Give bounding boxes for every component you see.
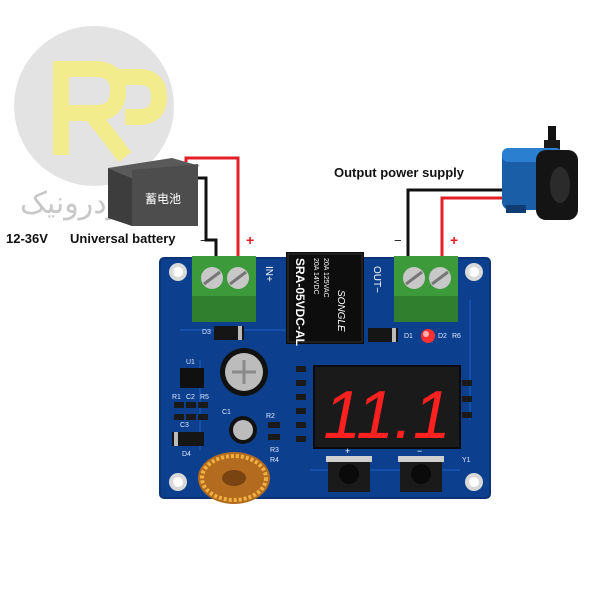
silk-r1: R1: [172, 394, 181, 401]
relay-line-2: 20A 125VAC: [322, 258, 329, 298]
battery-voltage: 12-36V: [6, 231, 48, 246]
smd-components: [174, 366, 472, 442]
water-pump: [502, 126, 578, 220]
button-plus: [326, 456, 372, 492]
silk-d3: D3: [202, 329, 211, 336]
battery-body-label: 蓄电池: [145, 192, 181, 206]
led-display: [313, 365, 461, 449]
input-terminal: [192, 256, 256, 322]
button-plus-label: +: [345, 446, 350, 456]
diode-d4: [172, 432, 204, 446]
silk-c1: C1: [222, 409, 231, 416]
battery-caption: Universal battery: [70, 231, 176, 246]
silk-r5: R5: [200, 394, 209, 401]
button-minus-label: −: [417, 446, 422, 456]
logo: [14, 26, 174, 186]
battery: [108, 158, 200, 226]
silkscreen-labels: D3 U1 R1 C2 R5 C3 D4 C1 R2 R3 R4 D1 D2 R…: [172, 329, 471, 464]
output-red-wire: [440, 196, 515, 262]
led-display-digits: 11.1: [323, 377, 450, 453]
output-black-wire: [406, 188, 505, 262]
silk-y1: Y1: [462, 457, 471, 464]
relay-line-1: 20A 14VDC: [312, 258, 319, 295]
logo-glyphs: [53, 61, 168, 162]
diode-d1: [368, 328, 398, 342]
relay-model: SRA-05VDC-AL: [293, 258, 307, 346]
output-plus: +: [450, 232, 458, 248]
output-caption: Output power supply: [334, 165, 464, 180]
in-label: IN+: [263, 266, 274, 282]
ic-u1: [180, 368, 204, 388]
capacitor-small: [229, 416, 257, 444]
diode-d3: [214, 326, 244, 340]
capacitor-large: [220, 348, 268, 396]
watermark-text: ردرونیک: [20, 186, 122, 221]
toroid-inductor: [198, 452, 270, 504]
silk-u1: U1: [186, 359, 195, 366]
silk-d2: D2: [438, 333, 447, 340]
silk-c2: C2: [186, 394, 195, 401]
out-label: OUT−: [371, 266, 382, 293]
battery-minus: −: [200, 233, 208, 248]
silk-c3: C3: [180, 422, 189, 429]
output-terminal: [394, 256, 458, 322]
output-minus: −: [394, 233, 402, 248]
relay: [286, 252, 364, 344]
relay-brand: SONGLE: [335, 290, 346, 332]
battery-black-wire: [198, 176, 218, 262]
battery-plus: +: [246, 232, 254, 248]
silk-r2: R2: [266, 413, 275, 420]
silk-r3: R3: [270, 447, 279, 454]
silk-d1: D1: [404, 333, 413, 340]
battery-red-wire: [184, 156, 240, 262]
silk-r6: R6: [452, 333, 461, 340]
button-minus: [398, 456, 444, 492]
silk-r4: R4: [270, 457, 279, 464]
silk-d4: D4: [182, 451, 191, 458]
